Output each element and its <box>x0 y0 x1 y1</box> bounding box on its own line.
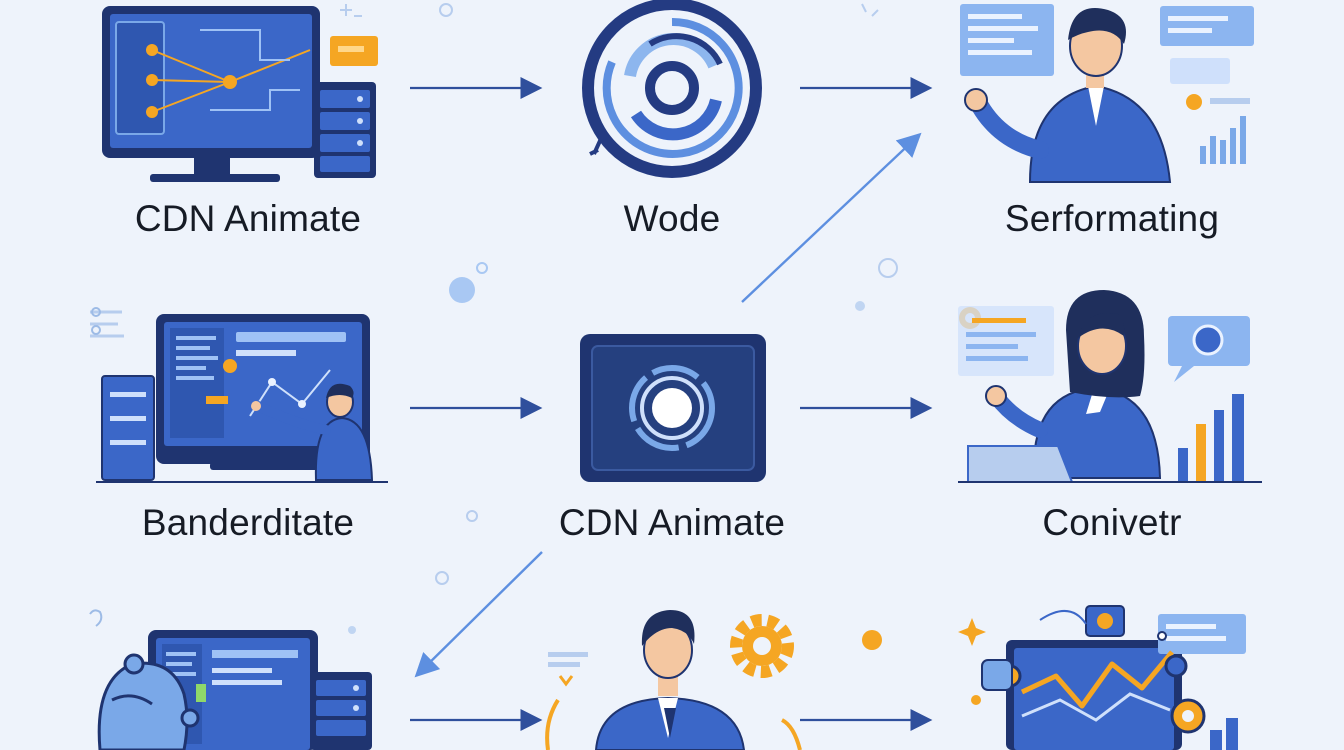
swirl-logo-icon <box>582 0 762 178</box>
man-with-gear-icon <box>545 610 802 750</box>
label-serformating: Serformating <box>1004 198 1220 239</box>
decorative-bubbles <box>89 3 898 650</box>
label-banderditate: Banderditate <box>141 502 355 543</box>
label-cdn-animate-center: CDN Animate <box>558 502 786 543</box>
ring-button-icon <box>580 334 766 482</box>
dashboard-graph-icon <box>958 605 1246 750</box>
arrow-diagonal-down <box>414 551 543 678</box>
robot-at-monitor-icon <box>97 630 372 750</box>
label-conivetr: Conivetr <box>1042 502 1182 543</box>
monitor-flowchart-icon <box>102 6 378 182</box>
label-wode: Wode <box>623 198 721 239</box>
arrow-diagonal-up <box>741 132 922 303</box>
man-at-monitor-icon <box>96 314 388 483</box>
woman-presenting-icon <box>958 290 1262 483</box>
label-cdn-animate-top: CDN Animate <box>134 198 362 239</box>
man-presenting-icon <box>960 4 1254 183</box>
